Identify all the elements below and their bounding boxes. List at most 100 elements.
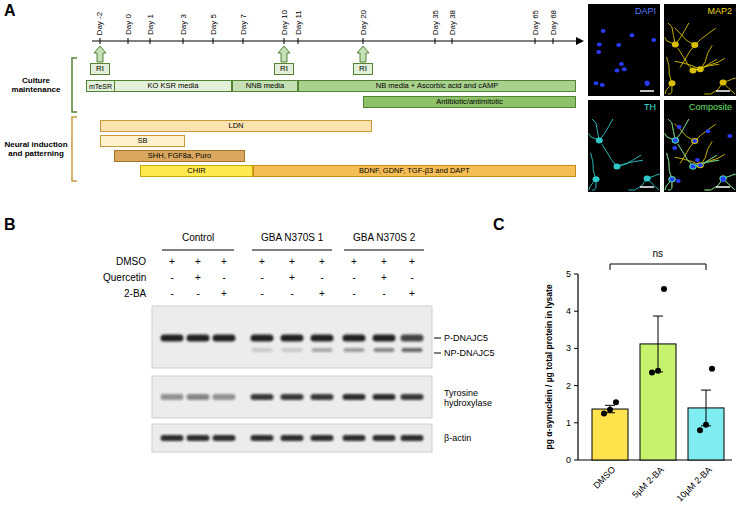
cell-body (691, 138, 698, 144)
node-text: Antibiotic/antimitotic (436, 98, 502, 106)
axis-title: pg α-synuclein / µg total protein in lys… (544, 284, 554, 449)
band-label: β-actin (444, 433, 471, 443)
nucleus (677, 125, 682, 129)
data-point (607, 407, 613, 413)
category-label: 5µM 2-BA (630, 465, 666, 501)
factor-bar: SB (100, 135, 185, 147)
treatment-sign: + (319, 256, 325, 268)
neurite (675, 157, 701, 165)
neurite (592, 119, 599, 140)
day-tick (243, 38, 244, 44)
blot-membrane (152, 424, 432, 452)
band-label: Tyrosine hydroxylase (444, 388, 508, 409)
data-point (601, 411, 607, 417)
node-text: TH (644, 102, 656, 112)
band-pointer (434, 353, 441, 354)
treatment-sign: - (353, 288, 356, 300)
nucleus (645, 82, 650, 86)
error-bar (706, 390, 707, 426)
day-label: Day 65 (531, 10, 540, 35)
y-tick (574, 385, 578, 386)
blot-band (281, 394, 304, 400)
day-label: Day 68 (549, 10, 558, 35)
cell-body (720, 176, 727, 182)
nucleus (721, 178, 726, 182)
error-bar (658, 316, 659, 372)
scale-bar (640, 186, 654, 188)
nucleus (698, 163, 703, 167)
group-bracket (72, 58, 77, 112)
treatment-sign: - (353, 272, 356, 284)
node-text: RI (280, 65, 288, 73)
group-underline (252, 250, 332, 251)
y-tick (574, 460, 578, 461)
blot-band (187, 335, 210, 342)
blot-band (252, 348, 273, 352)
nucleus (672, 146, 677, 150)
blot-band (187, 394, 210, 400)
neurite (678, 144, 693, 166)
significance-bracket (610, 264, 706, 270)
day-label: Day 35 (431, 10, 440, 35)
group-bracket (72, 117, 77, 181)
treatment-sign: + (381, 272, 387, 284)
treatment-sign: - (261, 288, 264, 300)
treatment-sign: + (195, 256, 201, 268)
data-point (709, 366, 715, 372)
micrograph-ground (664, 4, 736, 96)
day-tick (213, 38, 214, 44)
data-point (697, 427, 703, 433)
day-tick (452, 38, 453, 44)
nucleus (630, 33, 635, 37)
blot-band (373, 335, 396, 342)
blot-membrane (152, 306, 432, 368)
neurite (668, 119, 675, 140)
node-text: Composite (689, 102, 732, 112)
treatment-sign: + (409, 256, 415, 268)
addition-arrow (278, 46, 290, 62)
cell-body (689, 163, 696, 169)
blot-band (343, 435, 366, 441)
blot-band (282, 348, 303, 352)
blot-band (213, 435, 236, 441)
day-label: Day 1 (145, 14, 154, 35)
timeline-axis (92, 41, 577, 42)
addition-arrow (94, 46, 106, 62)
cell-body (720, 80, 727, 86)
treatment-sign: + (221, 288, 227, 300)
blot-band (281, 435, 304, 441)
blot-band (373, 435, 396, 441)
node-text: NB media + Ascorbic acid and cAMP (376, 82, 498, 90)
neurite (602, 144, 617, 166)
micrograph-ground (664, 100, 736, 192)
group-underline (162, 250, 234, 251)
nucleus (594, 81, 599, 85)
group-label: Neural induction and patterning (4, 140, 68, 158)
column-header: GBA N370S 1 (261, 232, 323, 244)
blot-band (401, 435, 424, 441)
cell-body (669, 176, 676, 182)
error-cap (653, 316, 663, 317)
day-tick (100, 38, 101, 44)
nucleus (651, 38, 656, 42)
micrograph-image (664, 4, 736, 96)
cell-body (669, 80, 676, 86)
day-tick (128, 38, 129, 44)
blot-band (251, 394, 274, 400)
timeline-arrowhead (576, 37, 584, 45)
blot-band (251, 335, 274, 342)
y-tick (574, 422, 578, 423)
group-underline (344, 250, 424, 251)
cell-body (672, 137, 679, 143)
cell-body (697, 66, 704, 72)
cell-body (613, 163, 620, 169)
blot-band (281, 335, 304, 342)
blot-band (311, 335, 334, 342)
cell-body (644, 176, 651, 182)
day-label: Day -2 (95, 11, 104, 35)
cell-body (689, 67, 696, 73)
cell-body (593, 176, 600, 182)
cell-body (596, 137, 603, 143)
day-tick (553, 38, 554, 44)
treatment-sign: - (383, 288, 386, 300)
